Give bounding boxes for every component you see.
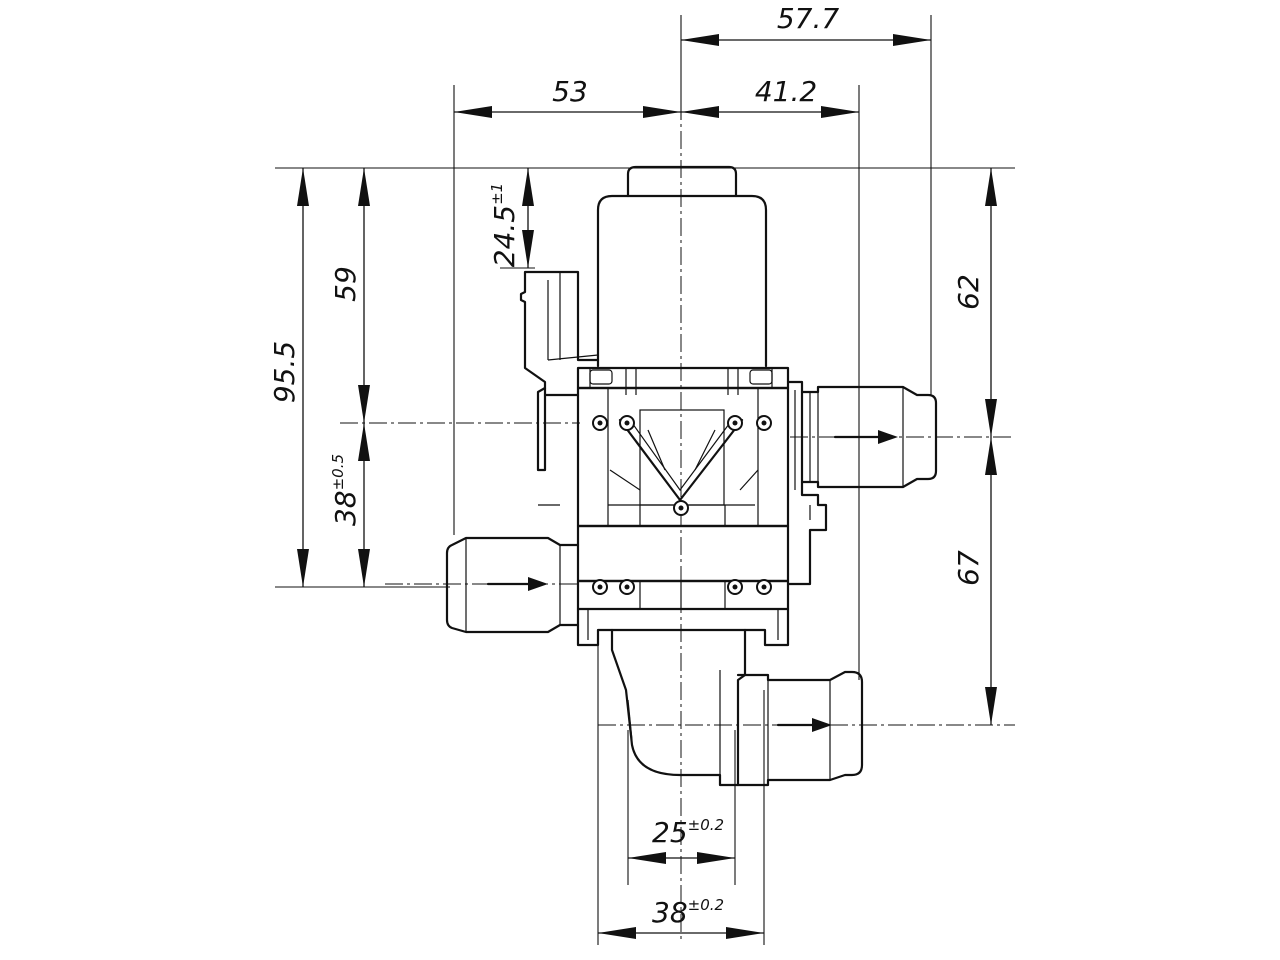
dim-label-top-overall: 57.7: [777, 2, 840, 35]
dim-label-top-right: 41.2: [755, 75, 817, 108]
outlet-elbow: [610, 628, 747, 787]
dim-actuator-height: 24.5±1: [488, 168, 534, 268]
dim-label-left-upper: 59: [329, 266, 362, 302]
dim-bottom-outer: 38±0.2: [598, 896, 764, 939]
dim-left-lower: 38±0.5: [329, 423, 370, 587]
mounting-holes: [592, 415, 772, 595]
housing-flange-top: [576, 366, 790, 390]
dim-label-bottom-inner: 25±0.2: [652, 816, 724, 849]
dim-label-right-lower: 67: [952, 550, 985, 586]
actuator-cap: [626, 165, 738, 198]
hose-nipples: [445, 385, 938, 787]
electrical-connector: [519, 270, 600, 397]
outlet-nipple-upper: [800, 385, 938, 489]
extension-lines: [275, 15, 1015, 945]
dimension-lines: 57.7 53 41.2 95.5 59: [268, 2, 997, 939]
inlet-nipple-left: [445, 536, 580, 634]
outlet-nipple-lower: [736, 670, 864, 787]
valve-body: [519, 165, 828, 787]
housing-lower: [576, 524, 790, 583]
dim-right-upper: 62: [952, 168, 997, 437]
dim-left-overall: 95.5: [268, 168, 309, 587]
internal-lever: [618, 418, 744, 502]
dim-top-left: 53: [454, 75, 681, 118]
dim-label-actuator-height: 24.5±1: [488, 183, 521, 267]
dim-right-lower: 67: [952, 437, 997, 725]
dim-top-right: 41.2: [681, 75, 859, 118]
dim-label-left-overall: 95.5: [268, 341, 301, 403]
left-bracket: [536, 386, 580, 472]
dim-left-upper: 59: [329, 168, 370, 423]
flow-arrows: [486, 430, 898, 732]
actuator-housing: [596, 194, 768, 368]
housing-flange-bottom: [576, 579, 790, 611]
dim-label-top-left: 53: [552, 75, 588, 108]
dim-bottom-inner: 25±0.2: [628, 816, 735, 864]
right-bracket: [786, 380, 828, 586]
dim-label-right-upper: 62: [952, 274, 985, 310]
dim-top-overall: 57.7: [681, 2, 931, 46]
center-lines: [340, 15, 1015, 940]
dim-label-bottom-outer: 38±0.2: [652, 896, 724, 929]
dim-label-left-lower: 38±0.5: [329, 454, 362, 526]
housing-skirt: [576, 607, 790, 647]
